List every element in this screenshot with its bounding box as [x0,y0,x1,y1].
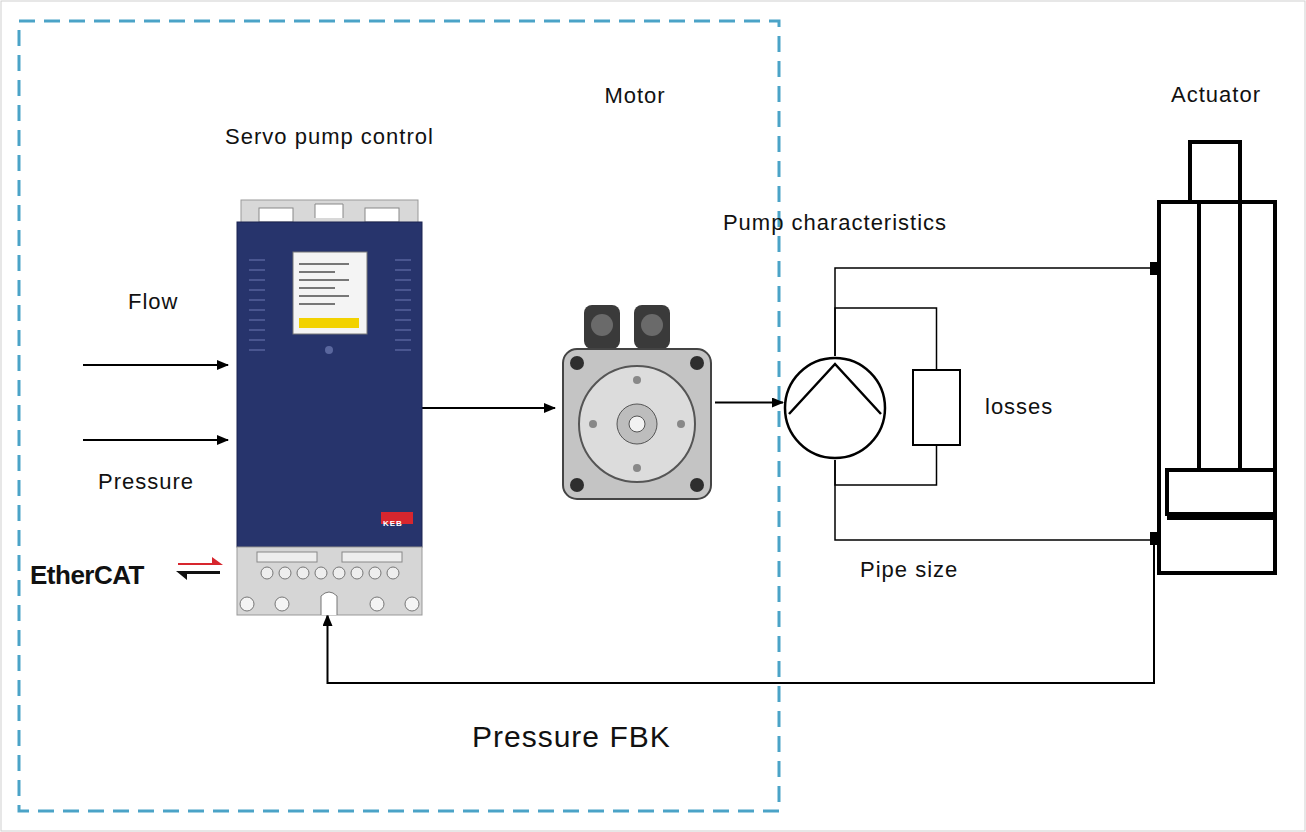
hydraulic-cylinder-drawing [1157,140,1275,575]
signal-arrow [328,540,1158,683]
signal-name: Pressure [98,469,194,494]
logo-text: EtherCAT [30,560,144,590]
losses-resistor-drawing [913,370,960,445]
hydraulic-line [835,460,1151,540]
dashed-region [19,21,779,811]
node-label: Motor [425,83,845,109]
hydraulic-cylinder: Actuator [1157,140,1275,575]
feedback-label: Pressure FBK [472,720,671,753]
input-arrow [83,439,228,441]
servo-motor-drawing [555,305,715,500]
signal-arrow [715,402,783,404]
input-arrow [83,364,228,366]
node-label: Pump characteristics [625,210,1045,236]
signal-name: Flow [128,289,178,314]
signal-arrow [422,407,555,409]
pump-symbol-drawing [783,356,887,460]
ethercat-arrows [176,557,223,580]
node-label: Actuator [1006,82,1306,108]
servo-drive-drawing [237,200,422,615]
servo-motor: Motor [555,305,715,500]
pipe-label: Pipe size [860,557,958,582]
node-label: losses [985,394,1053,420]
hydraulic-line [835,268,1151,356]
node-label: Servo pump control [120,124,540,150]
losses-resistor: losses [913,370,960,445]
servo-drive: Servo pump control [237,200,422,615]
pump-symbol: Pump characteristics [783,356,887,460]
brand-tag: KEB [383,519,403,528]
